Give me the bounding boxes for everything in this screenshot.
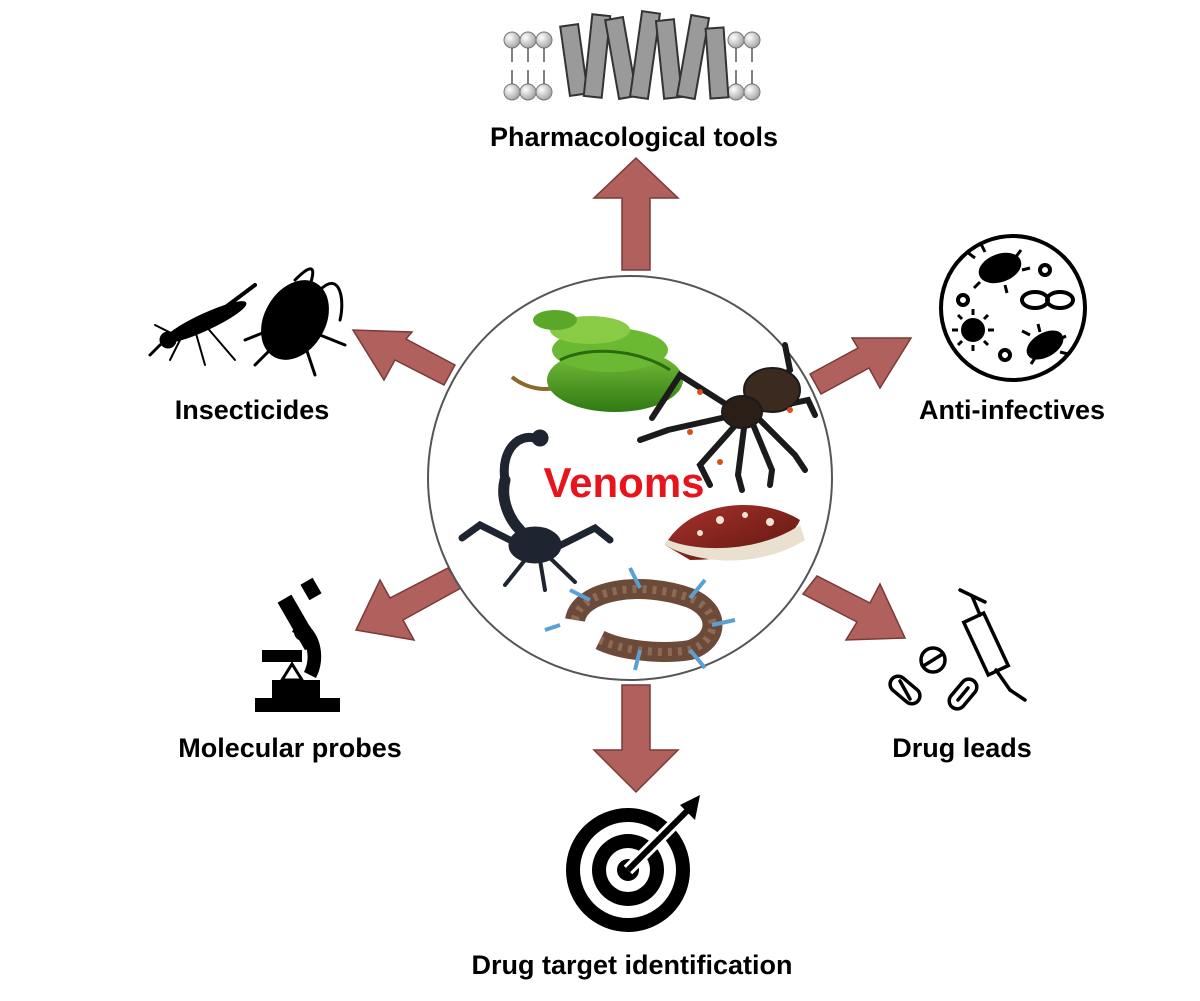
insecticides-label: Insecticides [174, 395, 330, 425]
microscope-icon [255, 577, 340, 712]
lipid-head [503, 31, 521, 49]
drug-target-identification-label: Drug target identification [471, 950, 793, 980]
lipid-head [503, 83, 521, 101]
arrow-upper-left [351, 329, 457, 386]
venoms-label: Venoms [543, 459, 705, 506]
pills-syringe-icon [888, 588, 1027, 711]
centipede-image [544, 567, 736, 671]
mosquito-cockroach-icon [148, 267, 347, 377]
lipid-head [743, 83, 761, 101]
lipid-head [519, 83, 537, 101]
scorpion-image [458, 429, 614, 592]
arrow-down [592, 684, 680, 794]
cone-snail-image [665, 505, 805, 561]
snake-image [510, 310, 683, 412]
drug-leads-label: Drug leads [892, 733, 1032, 763]
arrow-upper-right [808, 337, 913, 396]
lipid-head [519, 31, 537, 49]
lipid-head [535, 31, 553, 49]
lipid-head [727, 31, 745, 49]
arrows [351, 156, 913, 794]
anti-infectives-label: Anti-infectives [918, 395, 1106, 425]
microbes-icon [939, 234, 1087, 382]
lipid-head [535, 83, 553, 101]
pharmacological-tools-label: Pharmacological tools [489, 122, 779, 152]
spider-image [637, 342, 818, 493]
arrow-lower-left [354, 567, 463, 642]
arrow-lower-right [801, 575, 907, 641]
target-dart-icon [566, 795, 700, 932]
arrow-up [592, 156, 680, 271]
venoms-circle [427, 275, 833, 681]
lipid-head [727, 83, 745, 101]
lipid-head [743, 31, 761, 49]
membrane-protein-icon [503, 10, 761, 101]
molecular-probes-label: Molecular probes [178, 733, 402, 763]
